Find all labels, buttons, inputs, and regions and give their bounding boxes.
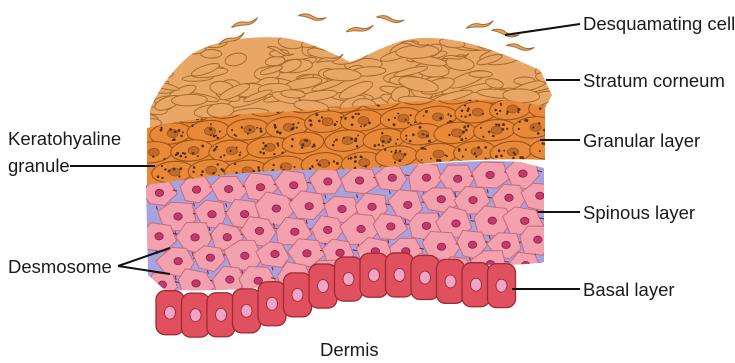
label-desmosome: Desmosome (8, 255, 112, 278)
desquamating-cell-leader (505, 24, 580, 35)
label-keratohyaline-line2: granule (8, 154, 70, 177)
label-granular-layer: Granular layer (583, 129, 700, 152)
label-stratum-corneum: Stratum corneum (583, 69, 725, 92)
label-dermis: Dermis (320, 338, 379, 361)
label-desquamating-cell: Desquamating cell (583, 12, 735, 35)
label-basal-layer: Basal layer (583, 278, 675, 301)
label-keratohyaline-line1: Keratohyaline (8, 127, 121, 150)
label-spinous-layer: Spinous layer (583, 201, 695, 224)
